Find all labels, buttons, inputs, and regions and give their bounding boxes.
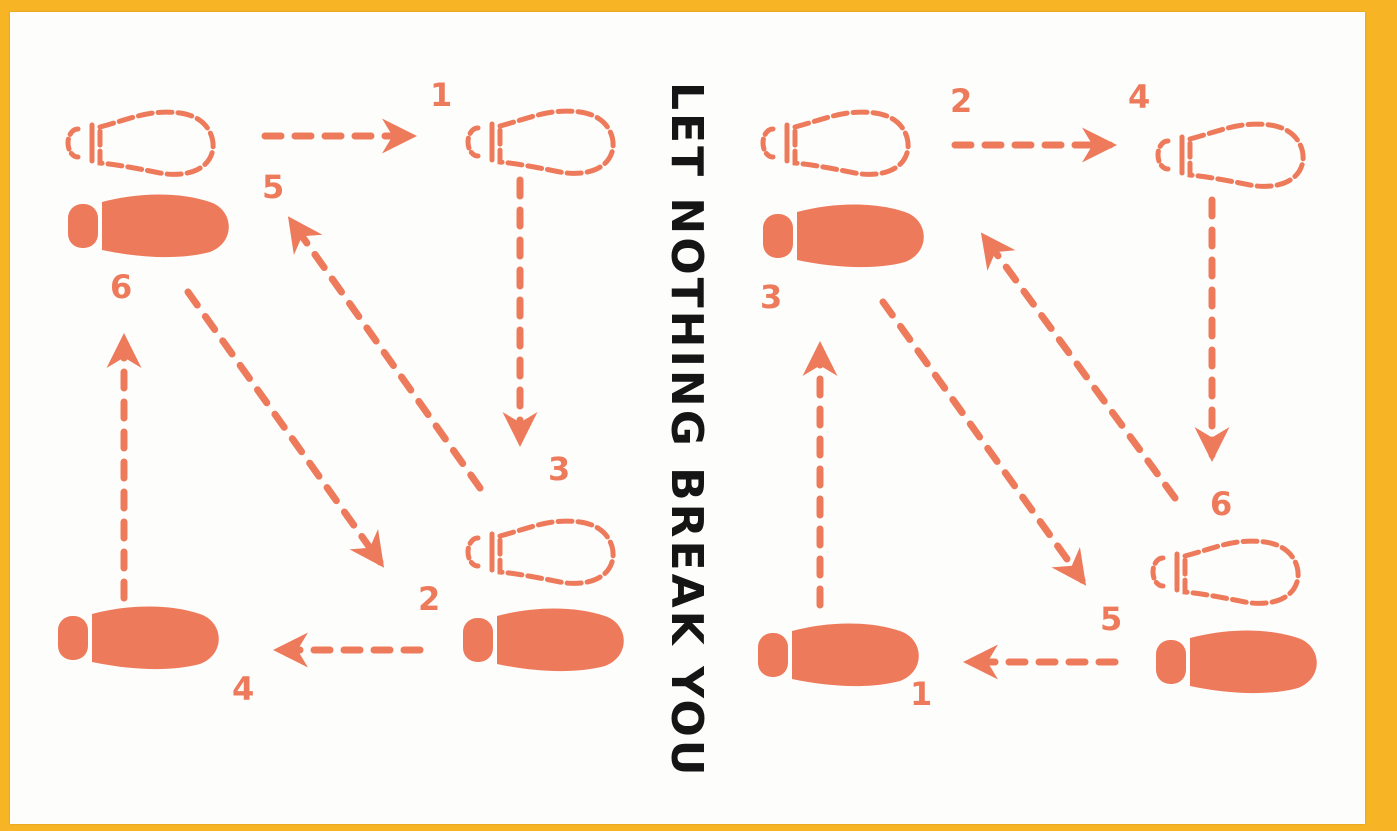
right-shoe-filled-2 <box>758 623 919 687</box>
right-step-label-6: 6 <box>1210 485 1232 523</box>
left-footprints <box>58 111 624 672</box>
right-step-label-5: 5 <box>1100 600 1122 638</box>
left-arrow-diagonal-down <box>184 288 385 568</box>
right-arrows <box>802 127 1230 680</box>
left-step-label-2: 2 <box>418 580 440 618</box>
right-step-label-4: 4 <box>1128 78 1150 116</box>
left-step-label-6: 6 <box>110 268 132 306</box>
right-shoe-filled-1 <box>763 204 924 268</box>
title-vertical: LET NOTHING BREAK YOU <box>648 78 718 779</box>
left-shoe-outline-3 <box>468 521 613 583</box>
right-shoe-filled-3 <box>1156 630 1317 694</box>
left-step-label-1: 1 <box>430 76 452 114</box>
right-arrow-diagonal-up <box>980 232 1179 502</box>
left-step-label-4: 4 <box>232 670 254 708</box>
page-title: LET NOTHING BREAK YOU <box>661 82 712 779</box>
left-shoe-filled-2 <box>58 606 219 670</box>
right-shoe-outline-2 <box>1158 124 1303 186</box>
left-step-label-5: 5 <box>262 168 284 206</box>
paper-sheet <box>10 12 1365 824</box>
right-footprints <box>758 112 1317 694</box>
right-step-label-3: 3 <box>760 278 782 316</box>
right-step-label-2: 2 <box>950 82 972 120</box>
right-shoe-outline-3 <box>1153 541 1298 603</box>
left-shoe-outline-1 <box>68 112 213 174</box>
right-step-label-1: 1 <box>910 675 932 713</box>
right-arrow-diagonal-down <box>879 298 1087 586</box>
left-shoe-outline-2 <box>468 111 613 173</box>
left-shoe-filled-3 <box>463 608 624 672</box>
left-arrow-diagonal-up <box>287 216 484 492</box>
left-arrows <box>106 118 538 668</box>
left-step-label-3: 3 <box>548 450 570 488</box>
left-shoe-filled-1 <box>68 194 229 258</box>
right-shoe-outline-1 <box>763 112 908 174</box>
